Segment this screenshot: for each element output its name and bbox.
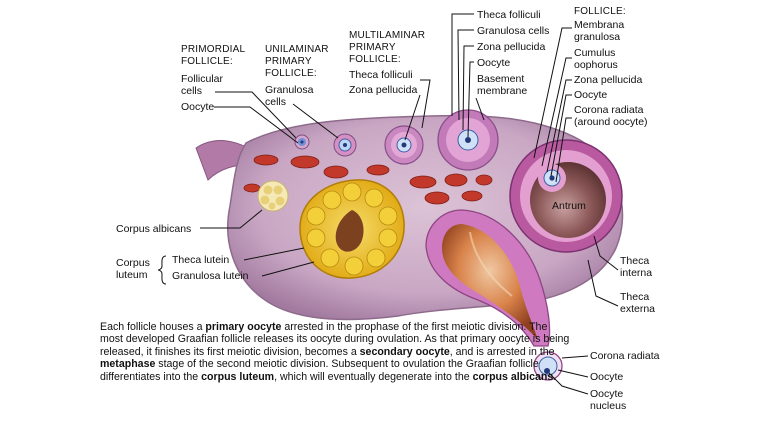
label-basement-membrane: Basement membrane	[477, 73, 527, 97]
corpus-luteum	[299, 179, 405, 279]
label-theca-lutein: Theca lutein	[172, 254, 229, 266]
label-zona-pellucida-sec: Zona pellucida	[477, 41, 545, 53]
unilaminar-follicle	[333, 133, 357, 157]
label-corona-radiata-ov: Corona radiata	[590, 350, 660, 362]
label-oocyte-primordial: Oocyte	[181, 101, 214, 113]
label-oocyte-graaf: Oocyte	[574, 89, 607, 101]
graafian-follicle	[509, 139, 623, 253]
label-membrana-granulosa: Membrana granulosa	[574, 19, 627, 43]
graafian-title: FOLLICLE:	[574, 6, 626, 17]
label-theca-folliculi-sec: Theca folliculi	[477, 9, 541, 21]
label-corpus-luteum: Corpus luteum	[116, 257, 153, 281]
multilaminar-title: MULTILAMINAR PRIMARY FOLLICLE:	[349, 30, 428, 65]
label-oocyte-sec: Oocyte	[477, 57, 510, 69]
label-oocyte-nucleus: Oocyte nucleus	[590, 388, 626, 412]
luteum-brace	[157, 255, 167, 285]
corpus-albicans	[257, 180, 289, 212]
label-theca-externa: Theca externa	[620, 291, 655, 315]
label-theca-interna: Theca interna	[620, 255, 652, 279]
label-antrum: Antrum	[552, 200, 586, 212]
unilaminar-title: UNILAMINAR PRIMARY FOLLICLE:	[265, 44, 332, 79]
label-zona-pellucida-multi: Zona pellucida	[349, 84, 417, 96]
multilaminar-follicle	[384, 125, 424, 165]
label-granulosa-cells-uni: Granulosa cells	[265, 84, 316, 108]
label-corona-radiata-graaf: Corona radiata (around oocyte)	[574, 104, 648, 128]
label-theca-folliculi-multi: Theca folliculi	[349, 69, 413, 81]
secondary-follicle	[437, 109, 499, 171]
leader-lines	[200, 13, 619, 395]
label-cumulus-oophorus: Cumulus oophorus	[574, 47, 618, 71]
label-oocyte-ov: Oocyte	[590, 371, 623, 383]
primordial-title: PRIMORDIAL FOLLICLE:	[181, 44, 248, 67]
label-corpus-albicans: Corpus albicans	[116, 223, 191, 235]
label-zona-pellucida-graaf: Zona pellucida	[574, 74, 642, 86]
label-granulosa-lutein: Granulosa lutein	[172, 270, 249, 282]
label-follicular-cells: Follicular cells	[181, 73, 226, 97]
blood-vessels	[243, 154, 493, 205]
primordial-follicle	[294, 134, 310, 150]
ovulating-follicle	[425, 209, 563, 381]
caption-paragraph: Each follicle houses a primary oocyte ar…	[100, 321, 570, 383]
label-granulosa-cells-sec: Granulosa cells	[477, 25, 549, 37]
